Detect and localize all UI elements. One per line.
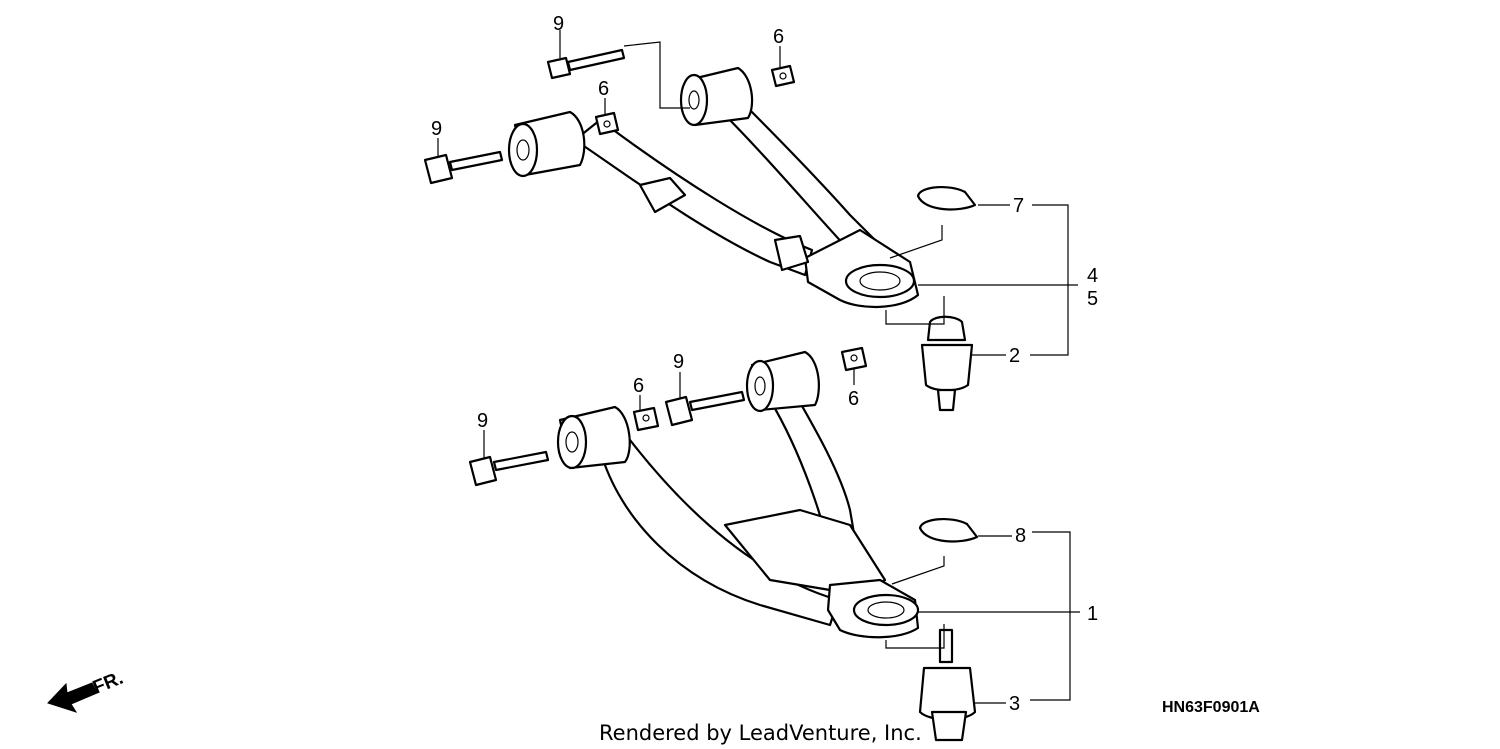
direction-label: FR.	[90, 668, 126, 699]
callout-4[interactable]: 4	[1087, 265, 1098, 287]
ball-joint-lower[interactable]	[918, 628, 977, 742]
diagram-code: HN63F0901A	[1162, 699, 1260, 716]
snap-ring-upper[interactable]	[916, 186, 977, 211]
nut-lower-rear[interactable]	[632, 406, 660, 432]
callout-6-upper-front[interactable]: 6	[773, 26, 784, 48]
callout-5[interactable]: 5	[1087, 288, 1098, 310]
leader-lines	[437, 30, 1080, 704]
credit-text: Rendered by LeadVenture, Inc.	[599, 721, 922, 745]
callout-9-lower-front[interactable]: 9	[673, 351, 684, 373]
snap-ring-lower[interactable]	[918, 518, 979, 543]
lower-arm[interactable]	[556, 350, 920, 639]
callout-8[interactable]: 8	[1015, 525, 1026, 547]
callout-7[interactable]: 7	[1013, 195, 1024, 217]
callout-3[interactable]: 3	[1009, 693, 1020, 715]
callout-9-upper-front[interactable]: 9	[553, 13, 564, 35]
callout-9-lower-rear[interactable]: 9	[477, 410, 488, 432]
nut-lower-front[interactable]	[840, 346, 868, 372]
front-direction-arrow-icon: FR.	[47, 668, 126, 713]
bolt-lower-rear[interactable]	[468, 450, 550, 487]
bolt-lower-front[interactable]	[664, 390, 746, 427]
callout-6-lower-rear[interactable]: 6	[633, 375, 644, 397]
callout-2[interactable]: 2	[1009, 345, 1020, 367]
nut-upper-front[interactable]	[770, 64, 796, 88]
callout-6-lower-front[interactable]: 6	[848, 388, 859, 410]
nut-upper-rear[interactable]	[594, 111, 620, 136]
ball-joint-upper[interactable]	[920, 315, 974, 412]
callout-1[interactable]: 1	[1087, 603, 1098, 625]
bolt-upper-front[interactable]	[546, 48, 626, 80]
callout-9-upper-rear[interactable]: 9	[431, 118, 442, 140]
callout-6-upper-rear[interactable]: 6	[598, 78, 609, 100]
upper-arm[interactable]	[507, 66, 920, 308]
callout-labels: 9 6 6 9 7 4 5 2 9 6 6 9 8 1 3	[431, 13, 1098, 715]
bolt-upper-rear[interactable]	[423, 150, 504, 185]
